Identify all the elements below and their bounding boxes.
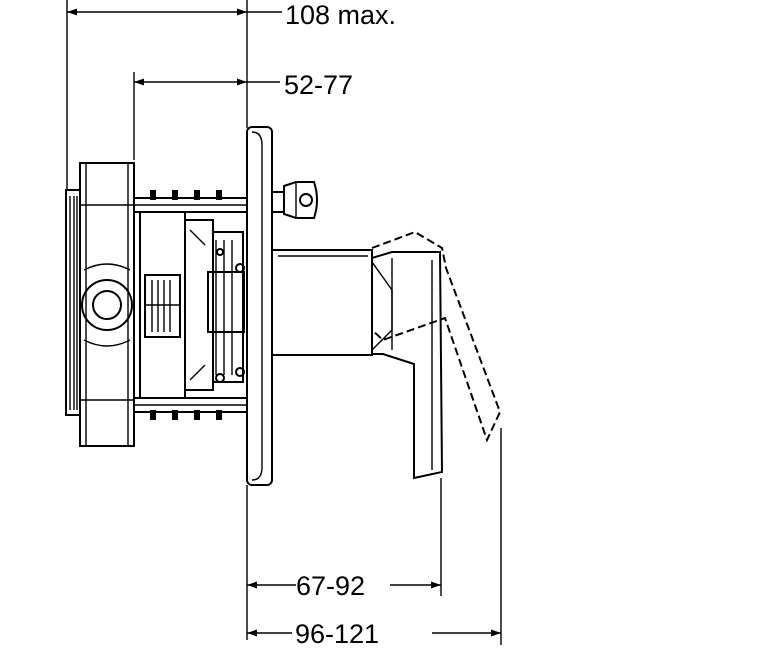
diverter-knob	[271, 181, 318, 219]
mounting-depth-label: 52-77	[284, 70, 353, 100]
dimension-lever-travel-depth: 96-121	[247, 428, 502, 649]
cartridge-housing	[133, 190, 248, 420]
dimension-lever-depth: 67-92	[246, 478, 442, 640]
concealed-valve-body	[65, 162, 135, 447]
overall-depth-label: 108 max.	[285, 0, 396, 30]
dimension-mounting-depth: 52-77	[133, 70, 353, 160]
lever-travel-depth-label: 96-121	[295, 619, 379, 649]
dimension-overall-depth: 108 max.	[66, 0, 396, 190]
escutcheon-plate	[246, 126, 273, 486]
lever-depth-label: 67-92	[296, 571, 365, 601]
mixer-lever-handle	[271, 230, 502, 480]
